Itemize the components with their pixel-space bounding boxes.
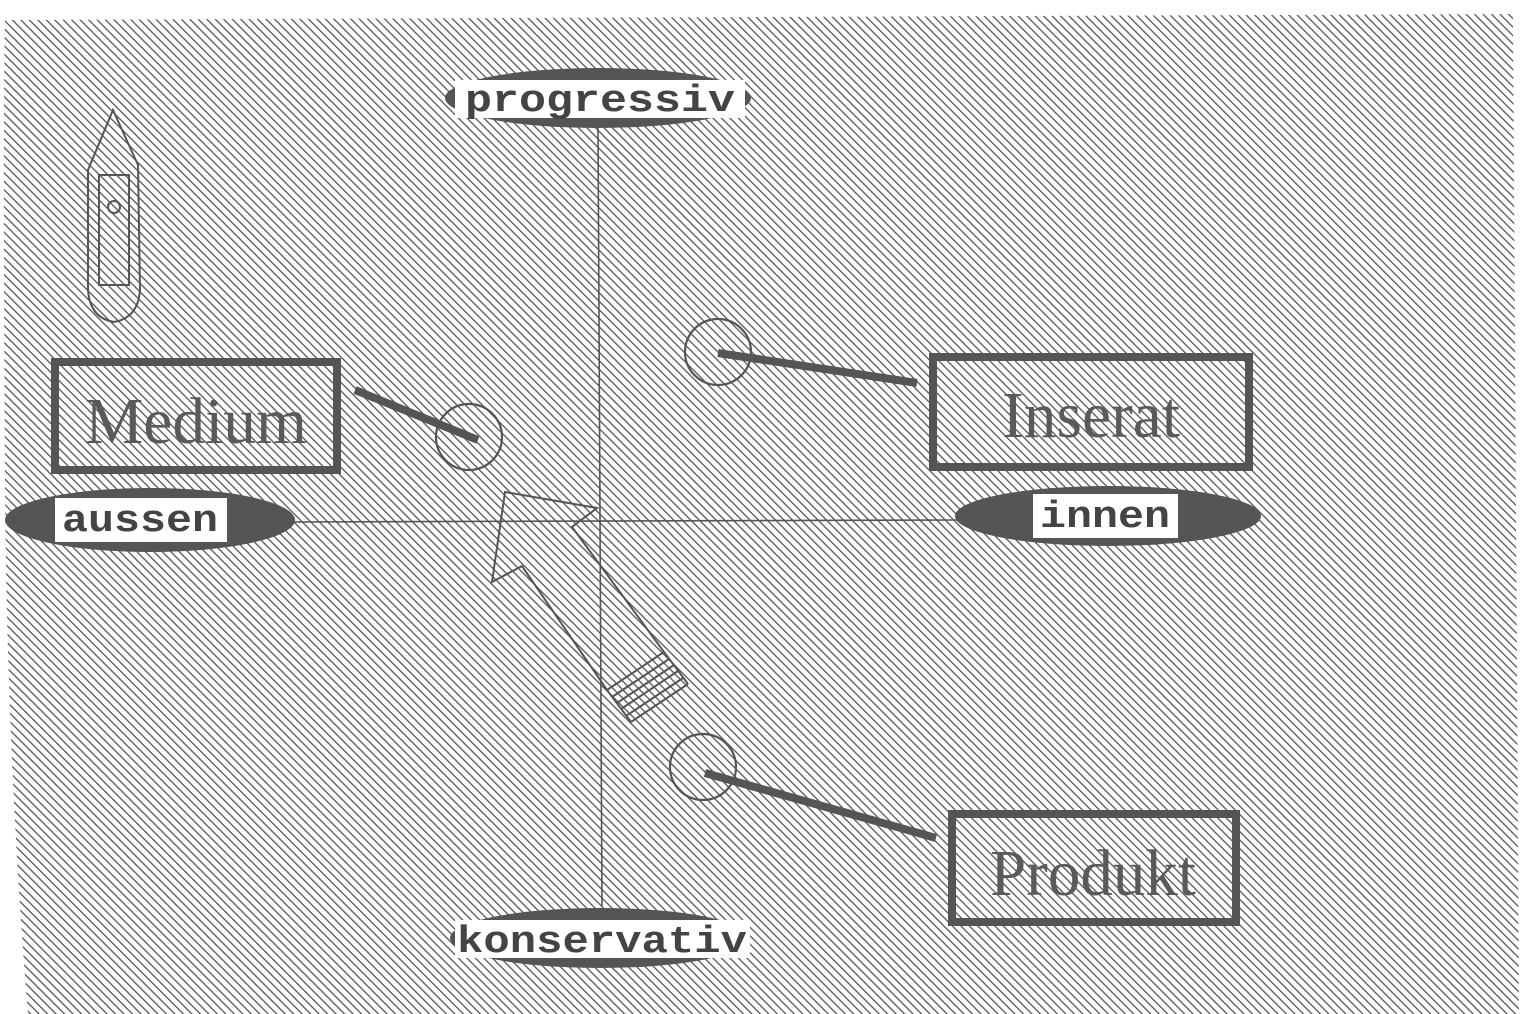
box-medium: Medium	[51, 358, 341, 474]
pole-bottom: konservativ	[450, 908, 750, 968]
connector-inserat	[717, 349, 918, 387]
marker-inserat	[683, 317, 753, 387]
pole-right: innen	[955, 486, 1261, 546]
pole-top: progressiv	[445, 68, 751, 128]
horizontal-axis	[289, 519, 959, 523]
marker-produkt	[668, 732, 738, 802]
pole-top-label: progressiv	[465, 80, 735, 123]
connector-medium	[353, 386, 480, 444]
connector-produkt	[703, 769, 938, 842]
box-produkt-label: Produkt	[990, 837, 1196, 910]
arrow-fletching	[606, 651, 689, 723]
hatched-background	[3, 14, 1519, 1014]
box-inserat: Inserat	[929, 353, 1253, 471]
box-inserat-label: Inserat	[1002, 379, 1180, 452]
pole-right-label: innen	[1040, 496, 1170, 539]
ship-icon	[87, 107, 142, 324]
arrow-icon	[490, 490, 689, 723]
pole-left: aussen	[5, 488, 295, 552]
pole-left-label: aussen	[62, 500, 218, 543]
box-medium-label: Medium	[85, 385, 307, 458]
box-produkt: Produkt	[948, 810, 1240, 926]
vertical-axis	[597, 125, 603, 907]
marker-medium	[434, 402, 504, 472]
pole-bottom-label: konservativ	[457, 921, 747, 964]
